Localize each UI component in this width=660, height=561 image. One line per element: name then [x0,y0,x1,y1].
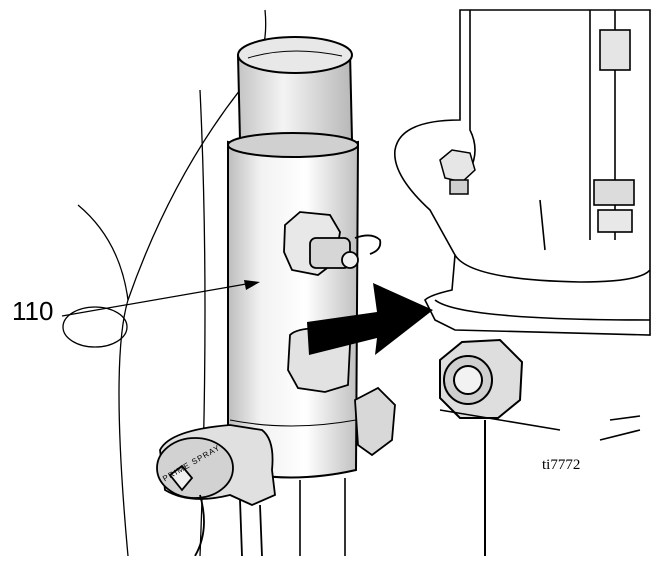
side-bolt [283,211,382,276]
figure-id: ti7772 [542,457,581,473]
fitting-nut [439,338,524,556]
lower-pipe [299,409,641,556]
prime-spray-knob [156,424,276,557]
callout-leader [61,280,260,317]
callout-label-110: 110 [12,296,54,326]
direction-arrow [307,283,433,355]
housing-bolt [439,149,476,195]
pump-housing [394,9,651,336]
